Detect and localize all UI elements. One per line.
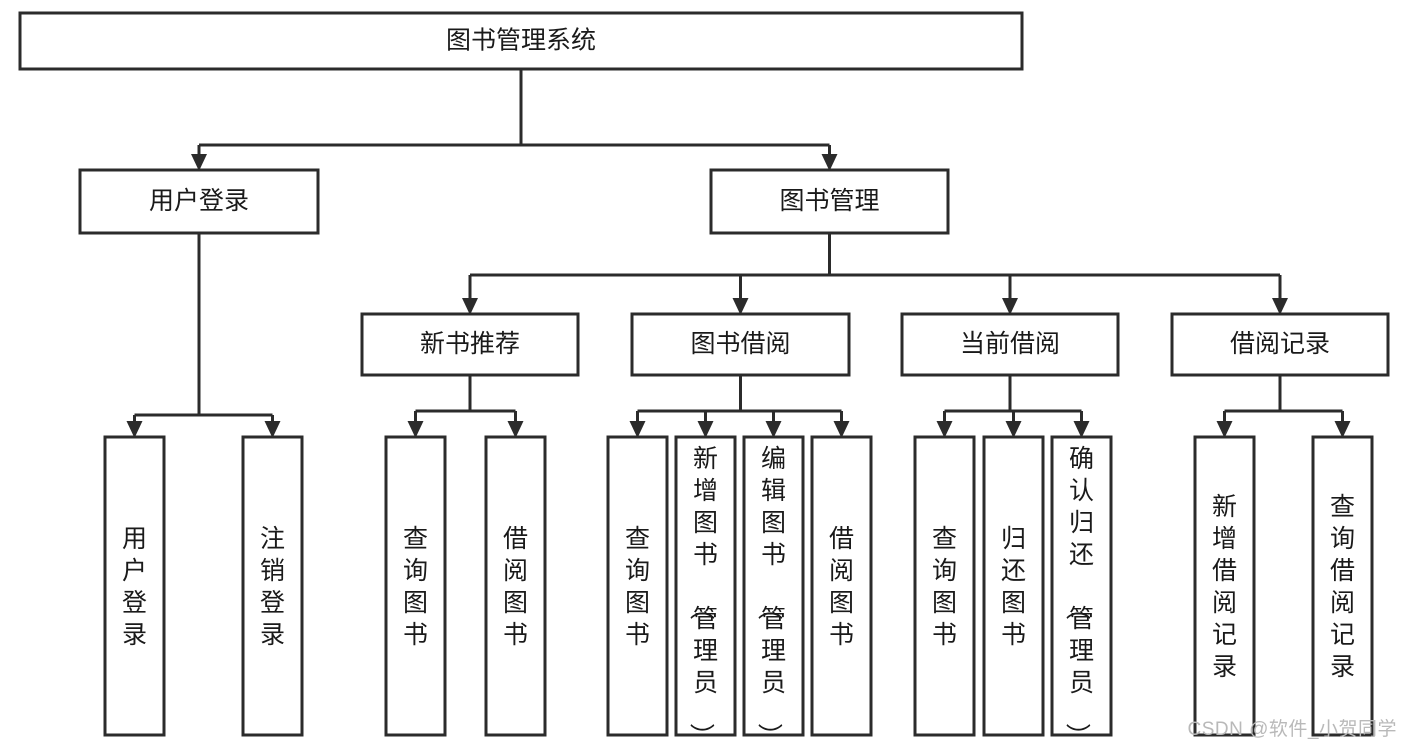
node-label-leaf-borrow-book: 借阅图书 <box>829 525 854 649</box>
node-box-leaf-return-book[interactable] <box>982 435 1045 737</box>
node-box-current-borrow[interactable] <box>900 312 1120 377</box>
arrow-head-leaf-query-book-borrow <box>629 421 646 438</box>
node-leaf-borrow-book-rec[interactable]: 借阅图书 <box>484 435 547 737</box>
node-user-login[interactable]: 用户登录 <box>78 168 320 235</box>
node-current-borrow[interactable]: 当前借阅 <box>900 312 1120 377</box>
node-label-leaf-user-logout: 注销登录 <box>260 525 285 649</box>
node-label-new-book-recommend: 新书推荐 <box>420 330 520 358</box>
node-box-leaf-query-book-current[interactable] <box>913 435 976 737</box>
node-label-leaf-edit-book: 编辑图书（管理员） <box>755 445 786 747</box>
node-label-leaf-add-book: 新增图书（管理员） <box>687 445 718 747</box>
node-label-current-borrow: 当前借阅 <box>960 330 1060 358</box>
arrow-head-leaf-add-borrow-record <box>1216 421 1233 438</box>
node-label-user-login: 用户登录 <box>149 187 249 215</box>
node-box-leaf-user-login[interactable] <box>103 435 166 737</box>
node-label-leaf-confirm-return: 确认归还（管理员） <box>1063 445 1094 747</box>
node-box-root[interactable] <box>18 11 1024 71</box>
node-box-book-borrow[interactable] <box>630 312 851 377</box>
arrow-head-book-manage <box>821 154 838 171</box>
node-label-leaf-add-borrow-record: 新增借阅记录 <box>1212 493 1237 681</box>
node-root[interactable]: 图书管理系统 <box>18 11 1024 71</box>
node-leaf-add-borrow-record[interactable]: 新增借阅记录 <box>1193 435 1256 737</box>
arrow-head-leaf-edit-book <box>765 421 782 438</box>
node-label-book-manage: 图书管理 <box>779 187 879 215</box>
node-leaf-query-borrow-record[interactable]: 查询借阅记录 <box>1311 435 1374 737</box>
connectors-layer <box>126 69 1351 438</box>
node-new-book-recommend[interactable]: 新书推荐 <box>360 312 580 377</box>
node-book-borrow[interactable]: 图书借阅 <box>630 312 851 377</box>
arrow-head-leaf-borrow-book <box>833 421 850 438</box>
arrow-head-leaf-borrow-book-rec <box>507 421 524 438</box>
node-box-leaf-edit-book[interactable] <box>742 435 805 737</box>
node-box-new-book-recommend[interactable] <box>360 312 580 377</box>
arrow-head-new-book-recommend <box>462 298 478 315</box>
node-box-leaf-query-book-borrow[interactable] <box>606 435 669 737</box>
node-box-user-login[interactable] <box>78 168 320 235</box>
node-label-leaf-return-book: 归还图书 <box>1001 525 1026 649</box>
node-label-leaf-query-book-current: 查询图书 <box>932 525 957 649</box>
node-label-leaf-query-book-rec: 查询图书 <box>403 525 428 649</box>
node-box-leaf-confirm-return[interactable] <box>1050 435 1113 737</box>
arrow-head-leaf-query-book-rec <box>407 421 424 438</box>
node-box-leaf-borrow-book-rec[interactable] <box>484 435 547 737</box>
node-label-book-borrow: 图书借阅 <box>690 330 790 358</box>
node-label-root: 图书管理系统 <box>446 27 596 55</box>
arrow-head-leaf-user-logout <box>264 421 281 438</box>
node-box-leaf-add-borrow-record[interactable] <box>1193 435 1256 737</box>
arrow-head-leaf-query-book-current <box>936 421 953 438</box>
node-label-leaf-query-book-borrow: 查询图书 <box>625 525 650 649</box>
arrow-head-leaf-query-borrow-record <box>1334 421 1351 438</box>
node-box-borrow-record[interactable] <box>1170 312 1390 377</box>
arrow-head-leaf-add-book <box>697 421 714 438</box>
arrow-head-book-borrow <box>732 298 749 315</box>
node-label-leaf-borrow-book-rec: 借阅图书 <box>503 525 528 649</box>
node-label-borrow-record: 借阅记录 <box>1230 330 1330 358</box>
node-box-leaf-user-logout[interactable] <box>241 435 304 737</box>
arrow-head-borrow-record <box>1272 298 1288 315</box>
arrow-head-user-login <box>191 154 207 171</box>
node-box-leaf-query-borrow-record[interactable] <box>1311 435 1374 737</box>
nodes-layer: 图书管理系统用户登录图书管理新书推荐图书借阅当前借阅借阅记录用户登录注销登录查询… <box>18 11 1390 747</box>
node-box-leaf-query-book-rec[interactable] <box>384 435 447 737</box>
node-leaf-add-book[interactable]: 新增图书（管理员） <box>674 435 737 747</box>
node-book-manage[interactable]: 图书管理 <box>709 168 950 235</box>
node-box-book-manage[interactable] <box>709 168 950 235</box>
arrow-head-leaf-return-book <box>1005 421 1022 438</box>
node-label-leaf-user-login: 用户登录 <box>122 525 147 649</box>
arrow-head-current-borrow <box>1002 298 1018 315</box>
node-leaf-edit-book[interactable]: 编辑图书（管理员） <box>742 435 805 747</box>
node-leaf-user-logout[interactable]: 注销登录 <box>241 435 304 737</box>
csdn-watermark: CSDN @软件_小贺同学 <box>1187 719 1397 740</box>
node-box-leaf-add-book[interactable] <box>674 435 737 737</box>
node-label-leaf-query-borrow-record: 查询借阅记录 <box>1330 493 1355 681</box>
arrow-head-leaf-user-login <box>126 421 143 438</box>
node-box-leaf-borrow-book[interactable] <box>810 435 873 737</box>
node-leaf-borrow-book[interactable]: 借阅图书 <box>810 435 873 737</box>
node-leaf-return-book[interactable]: 归还图书 <box>982 435 1045 737</box>
node-leaf-query-book-rec[interactable]: 查询图书 <box>384 435 447 737</box>
node-leaf-user-login[interactable]: 用户登录 <box>103 435 166 737</box>
node-leaf-query-book-current[interactable]: 查询图书 <box>913 435 976 737</box>
node-borrow-record[interactable]: 借阅记录 <box>1170 312 1390 377</box>
node-leaf-confirm-return[interactable]: 确认归还（管理员） <box>1050 435 1113 747</box>
node-leaf-query-book-borrow[interactable]: 查询图书 <box>606 435 669 737</box>
arrow-head-leaf-confirm-return <box>1073 421 1090 438</box>
